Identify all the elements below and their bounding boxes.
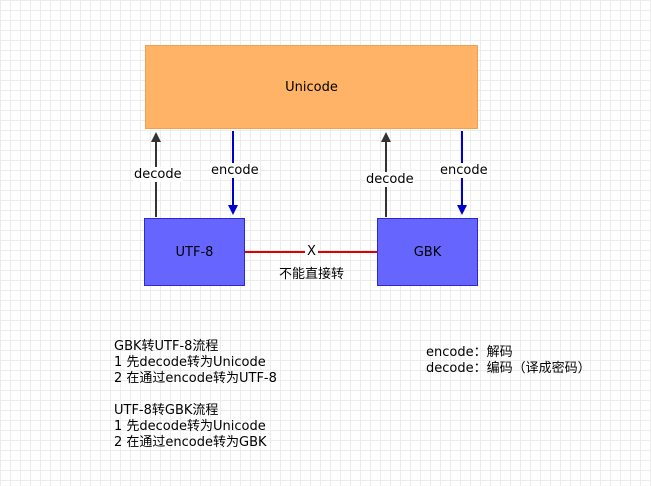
gbk-encode-label: encode: [439, 163, 489, 178]
utf8-to-gbk-title: UTF-8转GBK流程: [114, 403, 219, 418]
legend-notes: encode：解码 decode：编码（译成密码）: [426, 345, 591, 377]
gbk-node: GBK: [377, 218, 478, 286]
gbk-to-utf8-title: GBK转UTF-8流程: [114, 339, 219, 354]
gbk-to-utf8-step1: 1 先decode转为Unicode: [114, 355, 266, 370]
notes-spacer: [114, 387, 277, 403]
utf8-decode-label: decode: [133, 167, 183, 182]
utf8-to-gbk-step1: 1 先decode转为Unicode: [114, 419, 266, 434]
unicode-node-label: Unicode: [285, 79, 338, 95]
utf8-node-label: UTF-8: [175, 244, 214, 260]
utf8-encode-label: encode: [210, 163, 260, 178]
utf8-node: UTF-8: [144, 218, 245, 286]
gbk-node-label: GBK: [413, 244, 442, 260]
no-direct-x-mark: X: [305, 244, 318, 259]
legend-decode: decode：编码（译成密码）: [426, 361, 591, 376]
gbk-to-utf8-step2: 2 在通过encode转为UTF-8: [114, 371, 277, 386]
unicode-node: Unicode: [145, 45, 478, 129]
no-direct-label: 不能直接转: [279, 267, 345, 282]
gbk-decode-label: decode: [365, 172, 415, 187]
legend-encode: encode：解码: [426, 345, 513, 360]
conversion-notes: GBK转UTF-8流程 1 先decode转为Unicode 2 在通过enco…: [114, 339, 277, 451]
utf8-to-gbk-step2: 2 在通过encode转为GBK: [114, 435, 267, 450]
